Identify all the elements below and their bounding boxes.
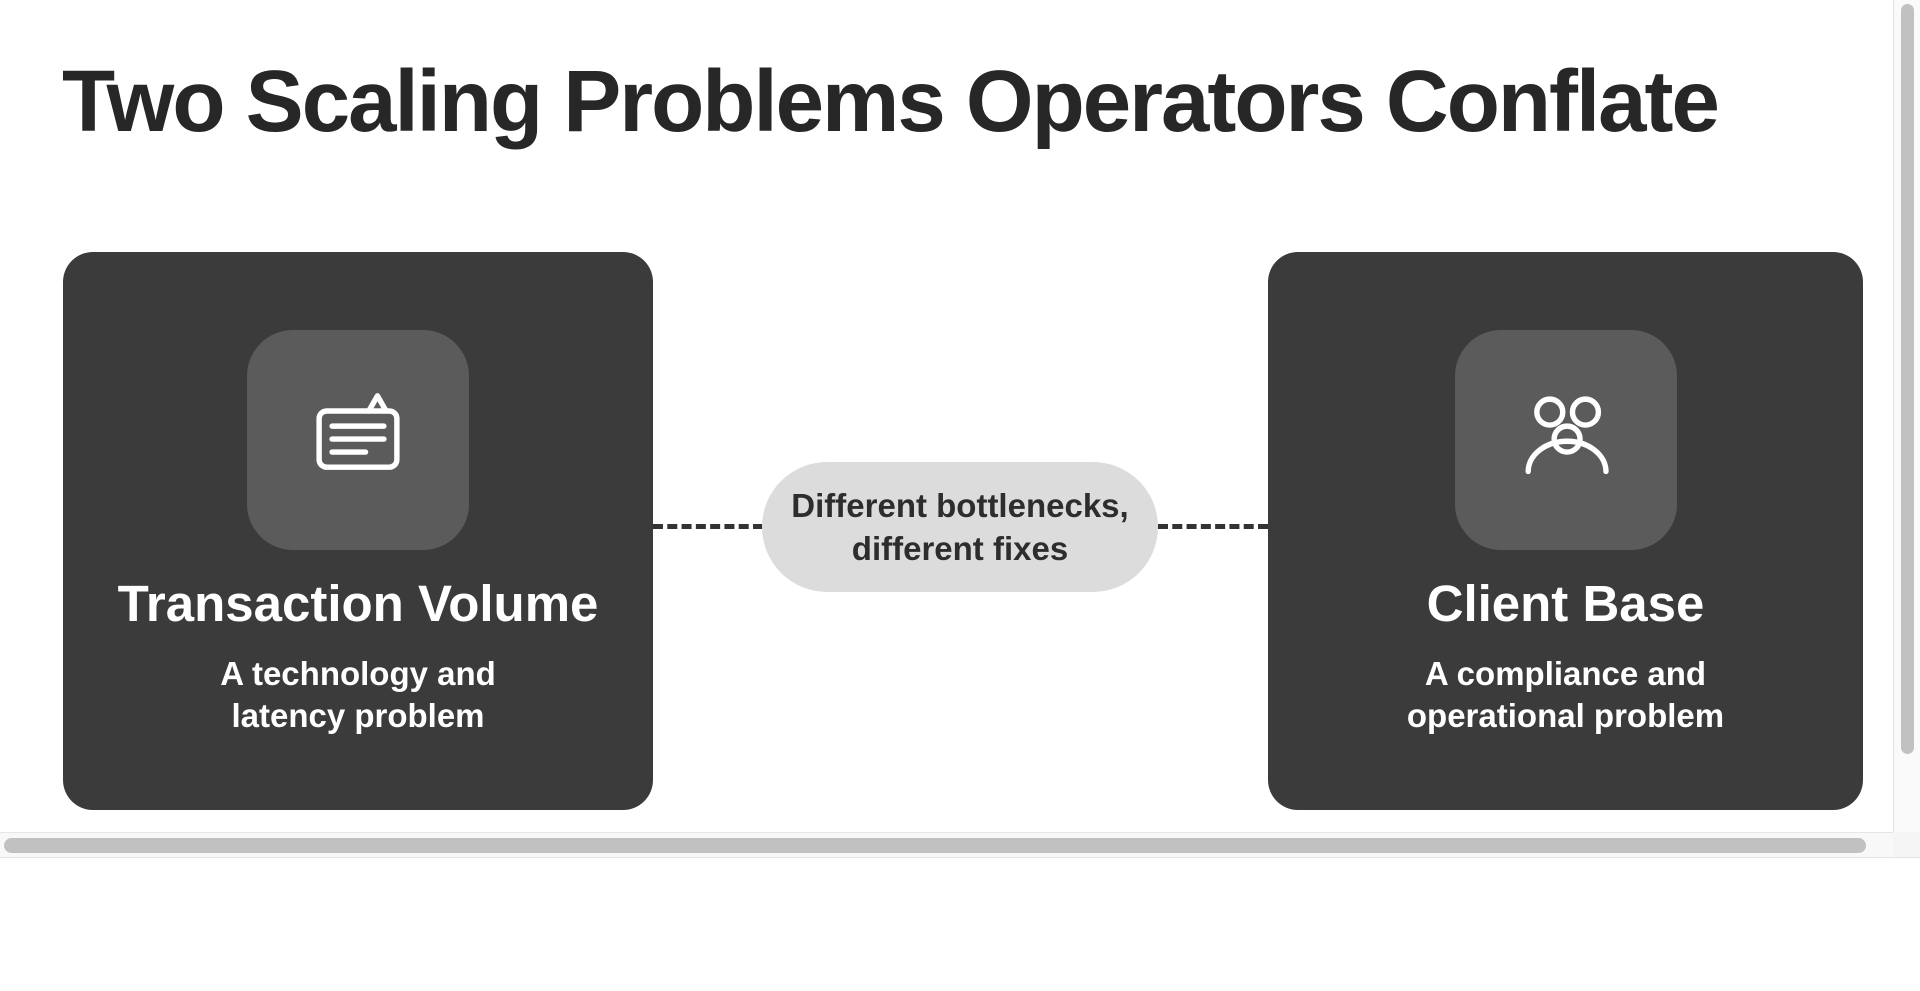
- card-client-base: Client Base A compliance and operational…: [1268, 252, 1863, 810]
- transaction-card-icon: [304, 384, 412, 497]
- slide-viewport: Two Scaling Problems Operators Conflate …: [62, 53, 1863, 810]
- card-title-client-base: Client Base: [1426, 575, 1705, 632]
- card-title-transaction-volume: Transaction Volume: [117, 575, 599, 632]
- dashed-connector-right: [1158, 524, 1268, 529]
- horizontal-scrollbar-thumb[interactable]: [4, 838, 1866, 853]
- scrollbar-corner: [1893, 832, 1920, 857]
- people-group-icon: [1512, 384, 1620, 497]
- card-subtitle-client-base: A compliance and operational problem: [1407, 653, 1724, 737]
- card-subtitle-line: operational problem: [1406, 697, 1725, 734]
- card-subtitle-line: A compliance and: [1424, 655, 1707, 692]
- pane-bottom-border: [0, 857, 1920, 858]
- vertical-scrollbar-thumb[interactable]: [1901, 4, 1914, 754]
- slide-title: Two Scaling Problems Operators Conflate: [62, 53, 1720, 150]
- card-transaction-volume: Transaction Volume A technology and late…: [63, 252, 653, 810]
- dashed-connector-left: [653, 524, 763, 529]
- card-subtitle-line: latency problem: [231, 697, 485, 734]
- connector-label-line: different fixes: [851, 530, 1069, 567]
- vertical-scrollbar[interactable]: [1893, 0, 1920, 833]
- card-subtitle-transaction-volume: A technology and latency problem: [220, 653, 496, 737]
- transaction-icon-box: [247, 330, 469, 550]
- connector-label-pill: Different bottlenecks, different fixes: [762, 462, 1158, 592]
- card-subtitle-line: A technology and: [220, 655, 496, 692]
- client-icon-box: [1454, 330, 1677, 550]
- connector-label-line: Different bottlenecks,: [791, 487, 1129, 524]
- horizontal-scrollbar[interactable]: [0, 832, 1893, 857]
